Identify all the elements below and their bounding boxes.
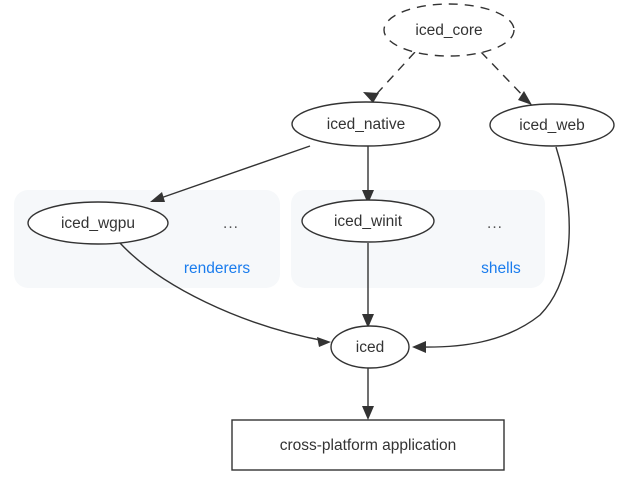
edge-iced-to-app	[362, 368, 374, 420]
node-iced-core-label: iced_core	[415, 22, 482, 39]
node-cross-platform-application-shape[interactable]	[231, 419, 505, 471]
edge-iced-web-to-iced	[412, 146, 570, 353]
node-iced-native-label: iced_native	[327, 116, 405, 133]
edge-iced-native-to-iced-wgpu	[150, 145, 311, 202]
edge-iced-wgpu-to-iced-line	[119, 242, 326, 342]
edge-iced-native-to-iced-wgpu-line	[154, 145, 311, 201]
node-iced-native[interactable]: iced_native	[291, 101, 441, 147]
edge-iced-wgpu-to-iced	[119, 242, 331, 347]
node-cross-platform-application-label: cross-platform application	[280, 437, 457, 454]
edge-iced-wgpu-to-iced-arrowhead	[317, 337, 331, 347]
edge-iced-core-to-iced-native-arrowhead	[363, 92, 379, 103]
edge-iced-to-app-arrowhead	[362, 406, 374, 420]
node-iced-web-label: iced_web	[519, 117, 585, 134]
edge-iced-native-to-iced-winit-arrowhead	[362, 190, 374, 204]
edge-iced-core-to-iced-native	[363, 51, 416, 103]
edge-iced-core-to-iced-web	[480, 51, 532, 105]
node-iced-wgpu[interactable]: iced_wgpu	[27, 201, 169, 245]
node-iced-web[interactable]: iced_web	[489, 103, 615, 147]
edge-iced-winit-to-iced-arrowhead	[362, 314, 374, 328]
node-iced-wgpu-label: iced_wgpu	[61, 215, 135, 232]
node-iced-web-shape[interactable]	[489, 103, 615, 147]
node-iced[interactable]: iced	[330, 325, 410, 369]
edge-iced-web-to-iced-arrowhead	[412, 341, 426, 353]
edge-iced-core-to-iced-web-line	[480, 51, 529, 102]
node-iced-wgpu-shape[interactable]	[27, 201, 169, 245]
node-cross-platform-application[interactable]: cross-platform application	[231, 419, 505, 471]
node-iced-winit[interactable]: iced_winit	[301, 199, 435, 243]
cluster-shells-ellipsis: ...	[487, 215, 503, 232]
edge-iced-native-to-iced-wgpu-arrowhead	[150, 192, 165, 202]
node-iced-winit-label: iced_winit	[334, 213, 403, 230]
node-iced-shape[interactable]	[330, 325, 410, 369]
node-iced-label: iced	[356, 339, 384, 356]
edge-iced-native-to-iced-winit	[362, 146, 374, 204]
edge-iced-winit-to-iced	[362, 243, 374, 328]
edge-iced-web-to-iced-line	[417, 146, 570, 348]
node-iced-native-shape[interactable]	[291, 101, 441, 147]
edge-iced-core-to-iced-native-line	[371, 51, 416, 100]
cluster-renderers-label: renderers	[184, 260, 251, 277]
edge-iced-core-to-iced-web-arrowhead	[518, 91, 532, 105]
cluster-renderers-ellipsis: ...	[223, 215, 239, 232]
node-iced-winit-shape[interactable]	[301, 199, 435, 243]
node-iced-core-shape[interactable]	[383, 3, 515, 57]
cluster-shells-label: shells	[481, 260, 521, 277]
node-iced-core[interactable]: iced_core	[383, 3, 515, 57]
